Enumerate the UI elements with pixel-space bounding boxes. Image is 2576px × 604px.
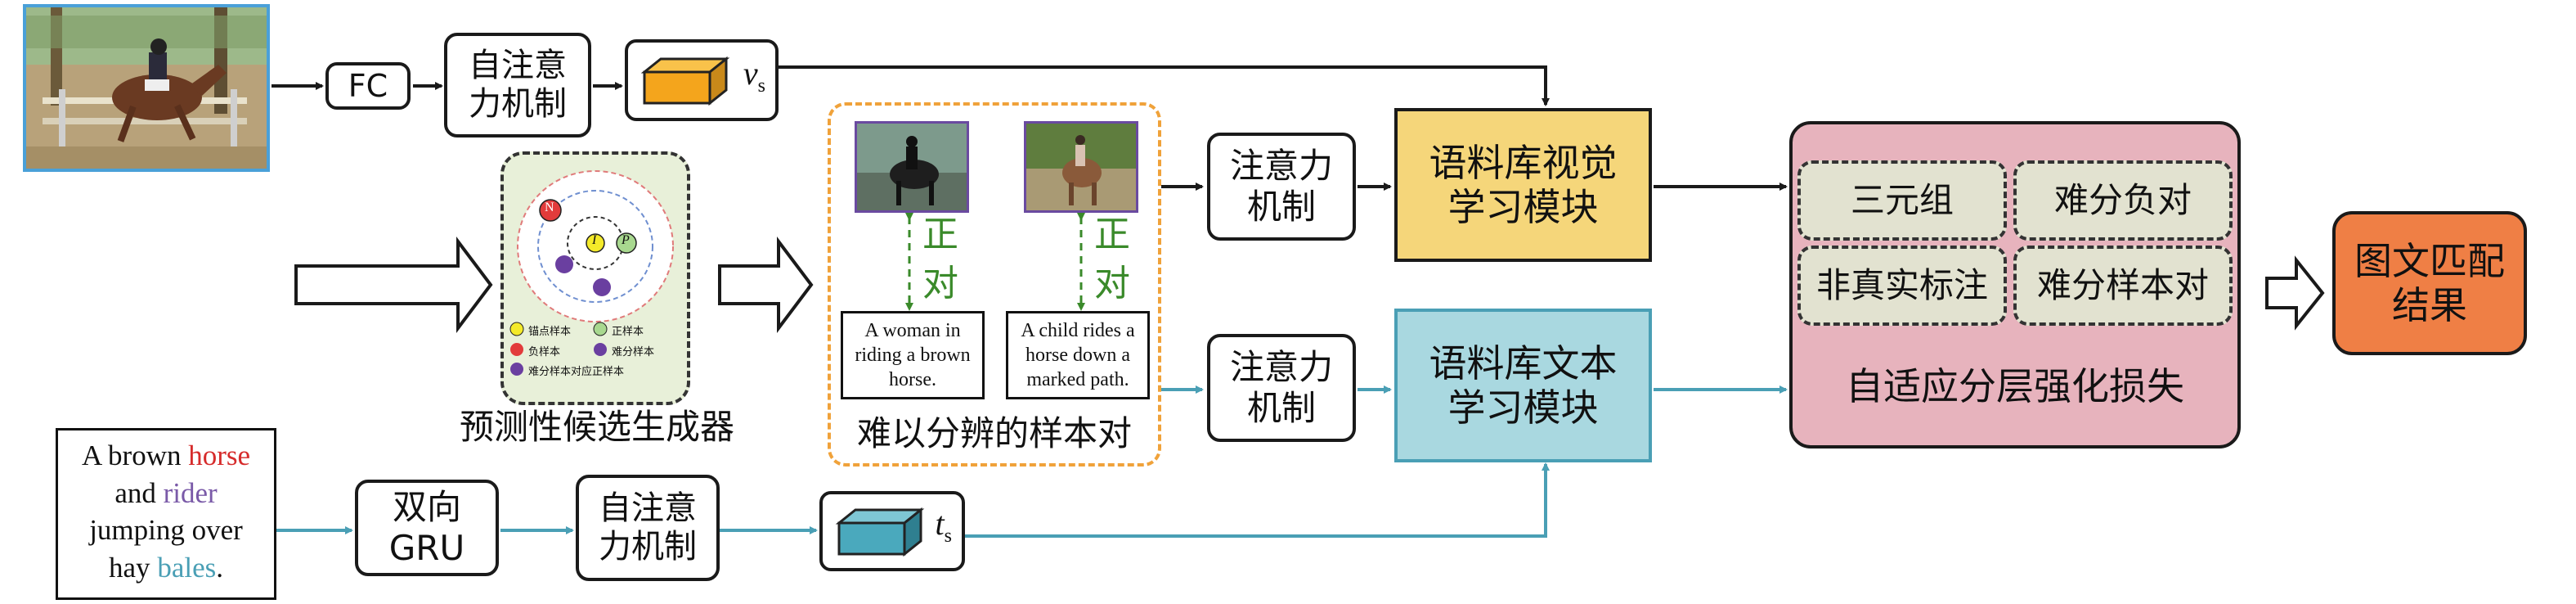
sentence-text-a: A brown [81, 439, 189, 471]
text-learning-label: 语料库文本 学习模块 [1429, 340, 1618, 430]
sentence-line-4: hay bales. [58, 549, 274, 587]
legend-anchor: 锚点样本 [528, 326, 572, 338]
pair-caption-2: A child rides a horse down a marked path… [1006, 311, 1150, 399]
sentence-line-1: A brown horse [58, 437, 274, 475]
hard-pairs-caption: 难以分辨的样本对 [856, 413, 1132, 453]
fc-box: FC [325, 62, 411, 110]
visual-vector-label: vs [743, 54, 765, 97]
hard-pairs-frame [828, 102, 1161, 467]
hollow-arrow-3 [2265, 255, 2325, 331]
hollow-arrow-1 [294, 237, 493, 333]
sentence-word-rider: rider [163, 476, 218, 509]
loss-cell-triplet: 三元组 [1797, 160, 2007, 241]
visual-vector-subscript: s [757, 75, 765, 97]
attention-top-label: 注意力 机制 [1229, 146, 1333, 227]
loss-cell-hard-pairs-label: 难分样本对 [2036, 265, 2209, 306]
sentence-word-bales: bales [157, 551, 217, 584]
sentence-text-b: and [114, 476, 164, 509]
sentence-word-horse: horse [188, 439, 251, 471]
loss-cell-triplet-label: 三元组 [1850, 180, 1954, 221]
bottom-self-attention-label: 自注意 力机制 [599, 489, 697, 566]
generator-caption: 预测性候选生成器 [459, 407, 734, 447]
top-self-attention-box: 自注意 力机制 [444, 33, 591, 137]
loss-cell-hard-negative-label: 难分负对 [2053, 180, 2192, 221]
loss-cell-hard-negative: 难分负对 [2013, 160, 2233, 241]
adaptive-loss-title: 自适应分层强化损失 [1846, 364, 2184, 408]
positive-label-1b: 对 [922, 263, 958, 304]
loss-cell-hard-pairs: 难分样本对 [2013, 246, 2233, 326]
fc-label: FC [348, 67, 388, 104]
sentence-line-2: and rider [58, 475, 274, 512]
input-sentence-box: A brown horse and rider jumping over hay… [56, 428, 276, 600]
text-vector-icon [835, 507, 925, 557]
visual-vector-box: vs [625, 39, 779, 121]
top-self-attention-label: 自注意 力机制 [469, 46, 567, 123]
positive-label-2b: 对 [1094, 263, 1130, 304]
bi-gru-label: 双向 GRU [388, 487, 465, 568]
text-vector-label: ts [936, 504, 952, 548]
legend-hard: 难分样本 [612, 346, 655, 358]
visual-learning-label: 语料库视觉 学习模块 [1429, 140, 1618, 229]
generator-rings [509, 170, 674, 376]
text-vector-box: ts [819, 491, 965, 571]
visual-vector-icon [640, 56, 730, 106]
attention-bottom-label: 注意力 机制 [1229, 347, 1333, 428]
attention-top-box: 注意力 机制 [1207, 133, 1356, 241]
arrow-tvec-text [965, 462, 1550, 538]
hollow-arrow-2 [718, 237, 814, 333]
sentence-text-e: . [216, 551, 223, 584]
positive-label-1a: 正 [922, 214, 958, 255]
node-anchor-label: I [592, 233, 597, 247]
horse-jumping-photo [23, 4, 270, 172]
legend-hard-positive: 难分样本对应正样本 [528, 366, 625, 378]
loss-cell-noisy-label: 非真实标注 [1797, 246, 2007, 326]
matching-result-label: 图文匹配 结果 [2354, 238, 2505, 327]
pair-caption-1-text: A woman in riding a brown horse. [855, 320, 971, 390]
bottom-self-attention-box: 自注意 力机制 [576, 475, 720, 581]
arrow-vec-visual [779, 65, 1550, 106]
positive-label-2a: 正 [1094, 214, 1130, 255]
visual-vector-letter: v [743, 55, 758, 92]
pair-caption-2-text: A child rides a horse down a marked path… [1021, 320, 1135, 390]
sentence-text-d: hay [109, 551, 158, 584]
attention-bottom-box: 注意力 机制 [1207, 334, 1356, 442]
matching-result-box: 图文匹配 结果 [2332, 211, 2527, 355]
legend-positive: 正样本 [612, 326, 644, 338]
pair-photo-1 [855, 121, 969, 213]
node-pos-label: P [622, 233, 630, 247]
legend-negative: 负样本 [528, 346, 561, 358]
text-learning-module: 语料库文本 学习模块 [1394, 309, 1652, 462]
pair-caption-1: A woman in riding a brown horse. [841, 311, 985, 399]
visual-learning-module: 语料库视觉 学习模块 [1394, 108, 1652, 262]
candidate-generator: N I P 锚点样本 正样本 负样本 难分样本 难分样本对应正样本 [500, 151, 690, 405]
node-neg-label: N [545, 201, 554, 214]
loss-cell-noisy-label-text: 非真实标注 [1815, 265, 1988, 306]
text-vector-subscript: s [944, 525, 952, 547]
text-vector-letter: t [935, 505, 945, 542]
pair-photo-2 [1024, 121, 1138, 213]
bi-gru-box: 双向 GRU [355, 480, 499, 576]
sentence-line-3: jumping over [89, 514, 243, 546]
